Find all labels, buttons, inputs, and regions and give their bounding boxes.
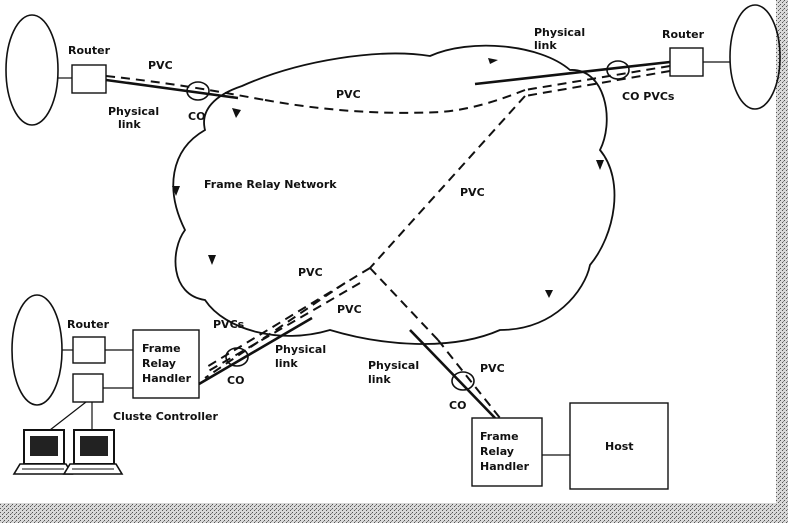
pvc-lower-center-label: PVC bbox=[337, 303, 362, 316]
frh-bottom-right-label-3: Handler bbox=[480, 460, 530, 473]
lan-ellipse-bottom-left bbox=[11, 294, 63, 406]
cluster-controller-label: Cluste Controller bbox=[113, 410, 218, 423]
frame-relay-cloud bbox=[172, 44, 616, 345]
co-bottom-right-label: CO bbox=[449, 399, 466, 412]
physical-link-bottom-left-label-2: link bbox=[275, 357, 298, 370]
host-label: Host bbox=[605, 440, 634, 453]
frh-bottom-left-label-3: Handler bbox=[142, 372, 192, 385]
pvcs-top-right-dashed-1 bbox=[524, 65, 671, 91]
frh-bottom-right-label-2: Relay bbox=[480, 445, 514, 458]
pvcs-top-right-dashed-2 bbox=[524, 70, 671, 97]
router-top-right bbox=[669, 47, 704, 77]
physical-link-bottom-right-label-2: link bbox=[368, 373, 391, 386]
co-pvcs-top-right-label: CO PVCs bbox=[622, 90, 675, 103]
lan-ellipse-top-right bbox=[729, 4, 781, 110]
cloud-arrows bbox=[172, 58, 604, 298]
terminal-line-1 bbox=[49, 401, 87, 431]
pvc-top-left-label: PVC bbox=[148, 59, 173, 72]
pvc-center-label: PVC bbox=[298, 266, 323, 279]
physical-link-top-left-label-1: Physical bbox=[108, 105, 159, 118]
frame-relay-handler-bottom-right bbox=[471, 417, 543, 487]
physical-link-top-left bbox=[105, 78, 239, 100]
co-circle-top-right bbox=[606, 60, 630, 80]
physical-link-bottom-right-label-1: Physical bbox=[368, 359, 419, 372]
pvcs-bottom-left-label: PVCs bbox=[213, 318, 245, 331]
frame-relay-handler-bottom-left bbox=[132, 329, 200, 399]
co-circle-bottom-left bbox=[225, 347, 249, 367]
physical-link-bottom-left-label-1: Physical bbox=[275, 343, 326, 356]
lan-ellipse-top-left bbox=[5, 14, 59, 126]
host-box bbox=[569, 402, 669, 490]
physical-link-top-right bbox=[474, 60, 671, 86]
physical-link-top-right-label-1: Physical bbox=[534, 26, 585, 39]
pvc-top-left-dashed bbox=[105, 75, 266, 101]
pvc-right-diagonal bbox=[369, 95, 526, 269]
co-bottom-left-label: CO bbox=[227, 374, 244, 387]
pvc-top-route bbox=[264, 89, 526, 114]
pvc-top-mid-label: PVC bbox=[336, 88, 361, 101]
router-bottom-left-label: Router bbox=[67, 318, 110, 331]
router-top-left-label: Router bbox=[68, 44, 111, 57]
frh-bottom-right-label-1: Frame bbox=[480, 430, 519, 443]
bottom-border-shade bbox=[0, 503, 788, 523]
pvc-right-mid-label: PVC bbox=[460, 186, 485, 199]
terminal-icon bbox=[12, 429, 74, 475]
router-bottom-left bbox=[72, 336, 106, 364]
co-circle-bottom-right bbox=[451, 371, 475, 391]
right-border-shade bbox=[776, 0, 788, 505]
pvc-bottom-right-dashed bbox=[437, 339, 501, 419]
network-label: Frame Relay Network bbox=[204, 178, 337, 191]
frh-bottom-left-label-1: Frame bbox=[142, 342, 181, 355]
frh-bottom-left-label-2: Relay bbox=[142, 357, 176, 370]
pvc-center-to-bottom-right bbox=[369, 267, 439, 341]
router-top-right-label: Router bbox=[662, 28, 705, 41]
pvc-bottom-right-label: PVC bbox=[480, 362, 505, 375]
router-top-left bbox=[71, 64, 107, 94]
physical-link-bottom-left bbox=[198, 316, 313, 386]
physical-link-bottom-right bbox=[409, 329, 496, 419]
cluster-controller-box bbox=[72, 373, 104, 403]
physical-link-top-right-label-2: link bbox=[534, 39, 557, 52]
co-top-left-label: CO bbox=[188, 110, 205, 123]
physical-link-top-left-label-2: link bbox=[118, 118, 141, 131]
co-circle-top-left bbox=[186, 81, 210, 101]
terminal-icon bbox=[62, 429, 124, 475]
